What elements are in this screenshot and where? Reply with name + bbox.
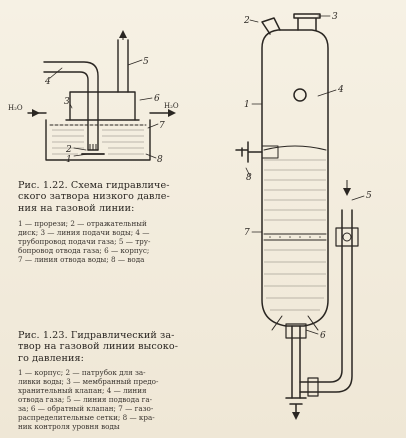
fig122-caption-title: Рис. 1.22. Схема гидравличе- ского затво… [18, 180, 236, 214]
fig122-caption: Рис. 1.22. Схема гидравличе- ского затво… [18, 180, 236, 264]
fig123-label-3: 3 [332, 12, 338, 22]
legend-line: диск; 3 — линия подачи воды; 4 — [18, 228, 150, 238]
fig122-label-1: 1 [66, 155, 72, 165]
caption-line: Рис. 1.22. Схема гидравличе- [18, 180, 170, 191]
fig123-membrane-valve [293, 13, 321, 31]
legend-line: за; 6 — обратный клапан; 7 — газо- [18, 404, 154, 414]
fig122-arrow-water-in [32, 109, 40, 117]
legend-line: отвода газа; 5 — линия подвода га- [18, 395, 153, 405]
fig123-gas-supply-line [299, 209, 343, 383]
legend-line: бопровод отвода газа; 6 — корпус; [18, 246, 150, 256]
fig122-label-6: 6 [154, 94, 160, 104]
fig122-label-h2o-right: H₂O [164, 102, 179, 110]
legend-line: 1 — корпус; 2 — патрубок для за- [18, 368, 146, 378]
fig123-label-8: 8 [246, 173, 252, 183]
fig123-fill-nozzle [261, 17, 281, 35]
fig123-caption: Рис. 1.23. Гидравлический за- твор на га… [18, 330, 233, 431]
fig123-caption-title: Рис. 1.23. Гидравлический за- твор на га… [18, 330, 233, 364]
fig122-label-8: 8 [157, 155, 163, 165]
legend-line: ливки воды; 3 — мембранный предо- [18, 377, 159, 387]
fig123-arrow-gas-in [343, 188, 351, 196]
legend-line: хранительный клапан; 4 — линия [18, 386, 147, 396]
fig123-bottom-valve [307, 377, 319, 397]
fig122-caption-legend: 1 — прорези; 2 — отражательный диск; 3 —… [18, 219, 236, 264]
fig123-label-6: 6 [320, 331, 326, 341]
legend-line: 7 — линия отвода воды; 8 — вода [18, 255, 145, 265]
fig122-label-2: 2 [65, 145, 72, 155]
caption-line: го давления: [18, 352, 84, 364]
fig122-label-h2o-left: H₂O [8, 104, 23, 112]
caption-line: твор на газовой линии высоко- [18, 341, 179, 353]
fig123-label-1: 1 [244, 100, 250, 110]
fig122-gas-outlet-pipe [117, 39, 129, 93]
caption-line: Рис. 1.23. Гидравлический за- [18, 330, 175, 341]
fig123-level-cock [235, 141, 263, 163]
fig122-label-5: 5 [143, 57, 149, 67]
legend-line: ник контроля уровня воды [18, 422, 120, 432]
fig123-caption-legend: 1 — корпус; 2 — патрубок для за- ливки в… [18, 368, 233, 431]
fig122-cover [69, 91, 136, 121]
fig123-gas-valve [335, 227, 359, 247]
fig123-check-valve [285, 323, 307, 339]
fig122-arrow-up [119, 30, 127, 38]
fig122-label-7: 7 [159, 121, 165, 131]
fig123-water-hatching [264, 159, 326, 311]
legend-line: распределительные сетки; 8 — кра- [18, 413, 155, 423]
fig122-label-4: 4 [44, 77, 51, 87]
fig122-tank-body [45, 119, 151, 161]
fig123-bottom-outlet [291, 325, 301, 399]
fig123-label-4: 4 [337, 85, 344, 95]
legend-line: трубопровод подачи газа; 5 — тру- [18, 237, 151, 247]
fig123-sight-window [293, 88, 307, 102]
fig123-arrow-down [292, 412, 300, 420]
fig123-upper-water-level [263, 145, 327, 151]
fig122-arrow-water-out [168, 109, 176, 117]
fig123-label-2: 2 [243, 16, 250, 26]
fig123-label-5: 5 [366, 191, 372, 201]
fig122-gas-inlet-pipe [43, 71, 89, 151]
legend-line: 1 — прорези; 2 — отражательный [18, 219, 147, 229]
fig123-label-7: 7 [244, 228, 250, 238]
caption-line: ского затвора низкого давле- [18, 191, 170, 203]
fig122-label-3: 3 [64, 97, 70, 107]
caption-line: ния на газовой линии: [18, 202, 135, 214]
fig123-vessel-body [261, 29, 329, 327]
